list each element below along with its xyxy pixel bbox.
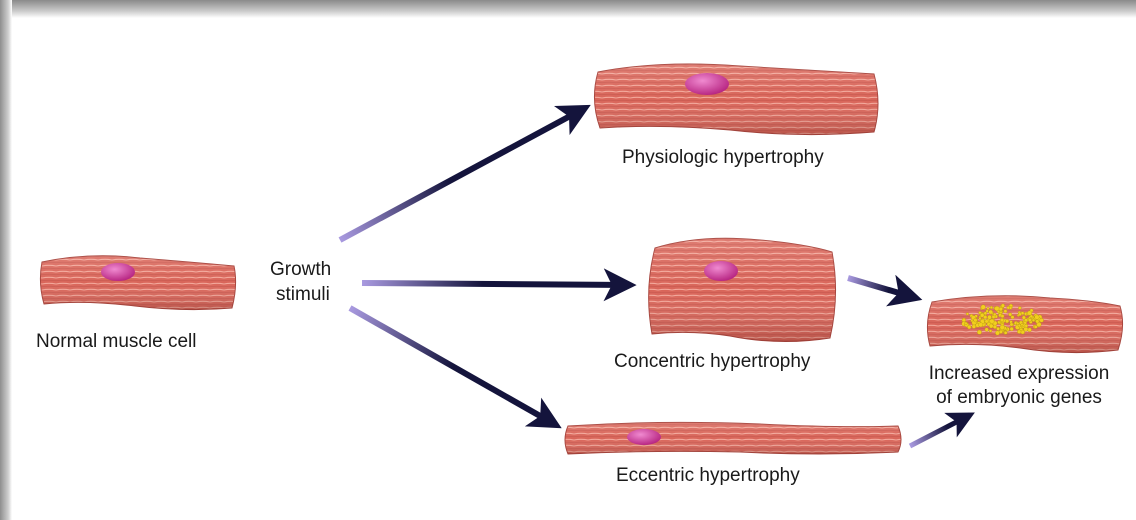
concentric-hypertrophy-cell	[649, 238, 836, 341]
nucleus-icon	[704, 261, 738, 281]
eccentric-hypertrophy-cell	[565, 422, 901, 454]
physiologic-hypertrophy-cell	[594, 64, 878, 135]
label-eccentric-hypertrophy: Eccentric hypertrophy	[616, 464, 800, 488]
nucleus-icon	[101, 263, 135, 281]
label-increased-expression: Increased expression	[906, 362, 1132, 386]
label-concentric-hypertrophy: Concentric hypertrophy	[614, 350, 810, 374]
label-stimuli: stimuli	[276, 283, 330, 307]
arrow-eccentric-to-genes	[910, 415, 970, 446]
normal-muscle-cell	[40, 256, 235, 310]
label-embryonic-genes: of embryonic genes	[906, 386, 1132, 410]
embryonic-gene-expression-cell	[927, 296, 1122, 353]
label-normal-muscle-cell: Normal muscle cell	[36, 330, 196, 354]
label-physiologic-hypertrophy: Physiologic hypertrophy	[622, 146, 824, 170]
nucleus-icon	[685, 73, 729, 95]
arrow-to-physiologic	[340, 108, 585, 240]
label-growth: Growth	[270, 258, 331, 282]
arrow-concentric-to-genes	[848, 278, 916, 298]
arrow-to-eccentric	[350, 308, 556, 425]
arrow-to-concentric	[362, 283, 630, 285]
nucleus-icon	[627, 429, 661, 445]
